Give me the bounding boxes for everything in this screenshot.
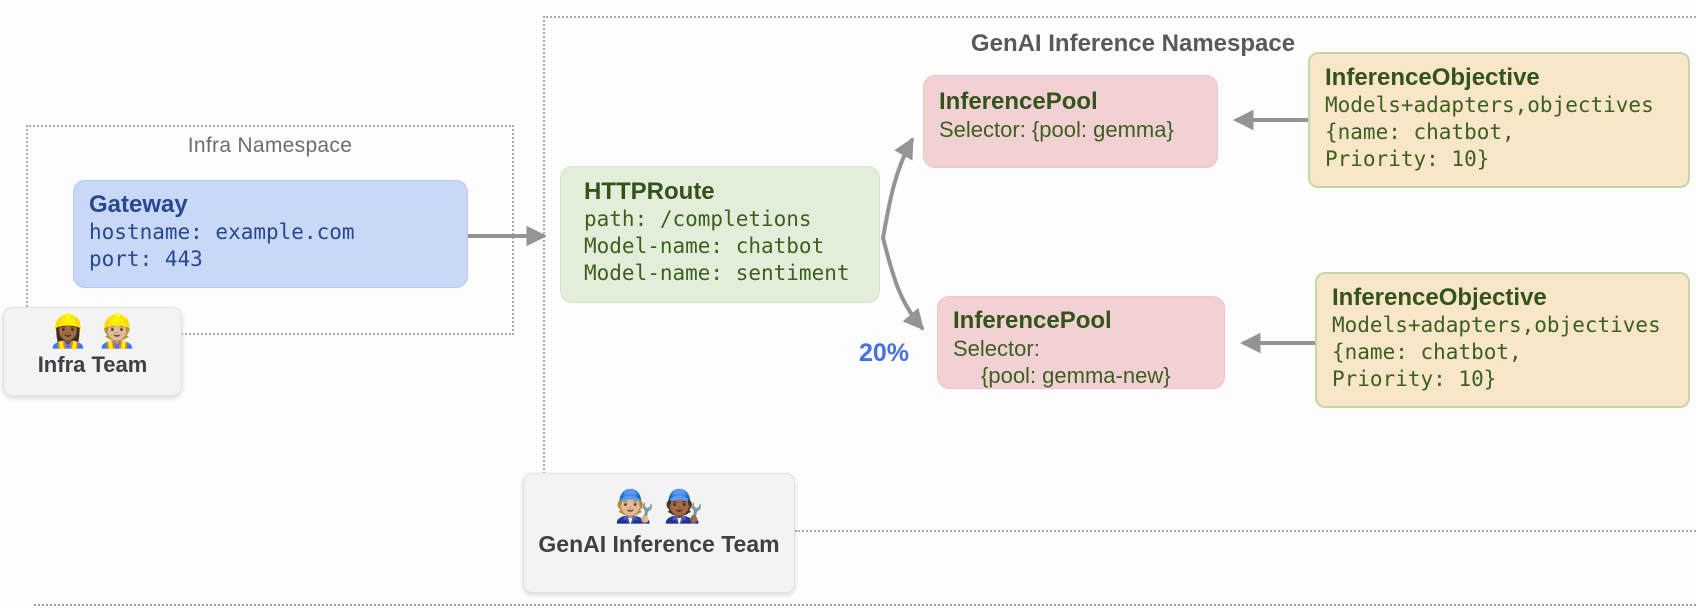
httproute-model-sentiment: Model-name: sentiment	[584, 261, 850, 285]
mechanic-emojis-icon: 🧑🏼‍🔧 🧑🏾‍🔧	[614, 488, 704, 524]
arrow-httproute-to-pool-gemma	[881, 137, 914, 240]
construction-worker-emojis-icon: 👷🏾‍♀️ 👷🏼	[48, 313, 137, 349]
infra-team-label: Infra Team	[37, 352, 148, 377]
inferencepool-gemma-new-title: InferencePool	[953, 307, 1112, 334]
genai-namespace-border-left	[543, 16, 545, 474]
genai-namespace-border-top	[543, 16, 1696, 18]
inferenceobjective-top-models: Models+adapters,objectives	[1325, 93, 1654, 117]
httproute-model-chatbot: Model-name: chatbot	[584, 234, 825, 258]
inferencepool-gemma-title: InferencePool	[939, 88, 1098, 115]
inferencepool-gemma-new-selector-value: {pool: gemma-new}	[981, 363, 1171, 388]
inferencepool-gemma-new-node: InferencePool Selector: {pool: gemma-new…	[937, 296, 1225, 389]
inferenceobjective-bottom-name: {name: chatbot,	[1332, 340, 1522, 364]
infra-team-card: 👷🏾‍♀️ 👷🏼 Infra Team	[3, 307, 182, 396]
inferenceobjective-bottom-node: InferenceObjective Models+adapters,objec…	[1315, 272, 1690, 408]
httproute-path: path: /completions	[584, 207, 812, 231]
inferencepool-gemma-new-selector: Selector:	[953, 336, 1040, 361]
inferenceobjective-top-title: InferenceObjective	[1325, 64, 1540, 91]
inferenceobjective-bottom-priority: Priority: 10}	[1332, 367, 1497, 391]
gateway-hostname: hostname: example.com	[89, 220, 355, 244]
inferenceobjective-bottom-title: InferenceObjective	[1332, 284, 1547, 311]
genai-namespace-border-bottom	[795, 530, 1696, 532]
inferenceobjective-top-name: {name: chatbot,	[1325, 120, 1515, 144]
gateway-node: Gateway hostname: example.com port: 443	[73, 180, 468, 288]
inferencepool-gemma-selector: Selector: {pool: gemma}	[939, 117, 1174, 142]
inferencepool-gemma-node: InferencePool Selector: {pool: gemma}	[923, 75, 1218, 168]
httproute-title: HTTPRoute	[584, 178, 715, 205]
genai-namespace-title: GenAI Inference Namespace	[970, 30, 1296, 57]
genai-inference-team-card: 🧑🏼‍🔧 🧑🏾‍🔧 GenAI Inference Team	[523, 473, 795, 593]
bottom-namespace-border	[34, 604, 1696, 606]
gateway-port: port: 443	[89, 247, 203, 271]
inferenceobjective-top-node: InferenceObjective Models+adapters,objec…	[1308, 52, 1690, 188]
traffic-split-label: 20%	[858, 339, 910, 367]
genai-team-label: GenAI Inference Team	[538, 531, 780, 557]
infra-namespace-title: Infra Namespace	[187, 134, 353, 157]
gateway-title: Gateway	[89, 191, 188, 218]
httproute-node: HTTPRoute path: /completions Model-name:…	[560, 166, 880, 303]
inferenceobjective-top-priority: Priority: 10}	[1325, 147, 1490, 171]
infra-namespace-box: Infra Namespace	[26, 125, 514, 335]
arrow-httproute-to-pool-gemma-new	[881, 236, 925, 331]
inferenceobjective-bottom-models: Models+adapters,objectives	[1332, 313, 1661, 337]
